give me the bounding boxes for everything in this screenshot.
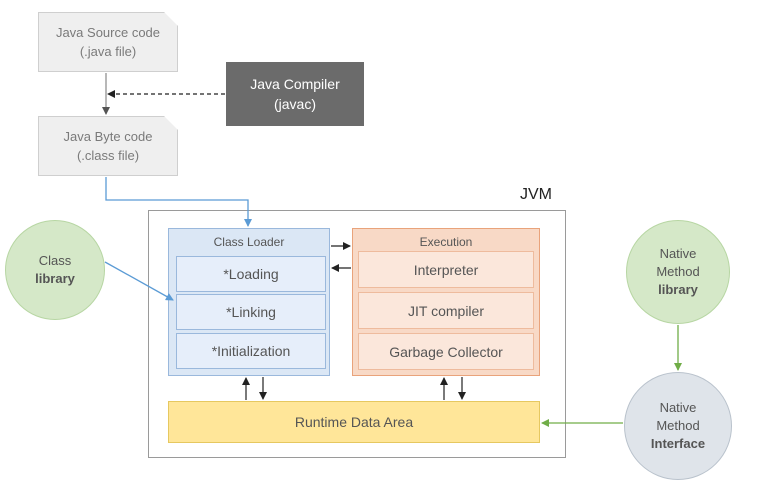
java-compiler-line1: Java Compiler xyxy=(250,76,340,92)
native-library-line1: Native xyxy=(659,246,697,261)
arrow-class-library-to-loader xyxy=(104,261,174,301)
class-loader-item-initialization: *Initialization xyxy=(176,333,326,369)
runtime-data-area: Runtime Data Area xyxy=(168,401,540,443)
class-library-line2: library xyxy=(35,271,75,286)
class-loader-item-linking: *Linking xyxy=(176,294,326,330)
java-compiler-box: Java Compiler (javac) xyxy=(226,62,364,126)
java-byte-code-box: Java Byte code (.class file) xyxy=(38,116,178,176)
native-library-line3: library xyxy=(658,282,698,297)
execution-title: Execution xyxy=(419,235,473,249)
class-loader-item-loading: *Loading xyxy=(176,256,326,292)
native-method-interface-circle: Native Method Interface xyxy=(624,372,732,480)
execution-item-interpreter: Interpreter xyxy=(358,251,534,288)
native-method-library-circle: Native Method library xyxy=(626,220,730,324)
class-loader-title: Class Loader xyxy=(213,235,285,249)
arrow-bytecode-to-class-loader xyxy=(105,177,252,227)
class-library-line1: Class xyxy=(38,253,72,268)
java-compiler-line2: (javac) xyxy=(273,96,316,112)
java-bytecode-line2: (.class file) xyxy=(76,148,140,163)
native-interface-line3: Interface xyxy=(650,436,706,451)
java-source-code-box: Java Source code (.java file) xyxy=(38,12,178,72)
execution-item-jit-compiler: JIT compiler xyxy=(358,292,534,329)
execution-item-garbage-collector: Garbage Collector xyxy=(358,333,534,370)
class-library-circle: Class library xyxy=(5,220,105,320)
native-interface-line1: Native xyxy=(659,400,697,415)
java-source-line1: Java Source code xyxy=(55,25,161,40)
java-source-line2: (.java file) xyxy=(79,44,137,59)
jvm-label: JVM xyxy=(520,186,552,203)
native-interface-line2: Method xyxy=(656,418,700,433)
java-bytecode-line1: Java Byte code xyxy=(63,129,153,144)
native-library-line2: Method xyxy=(656,264,700,279)
